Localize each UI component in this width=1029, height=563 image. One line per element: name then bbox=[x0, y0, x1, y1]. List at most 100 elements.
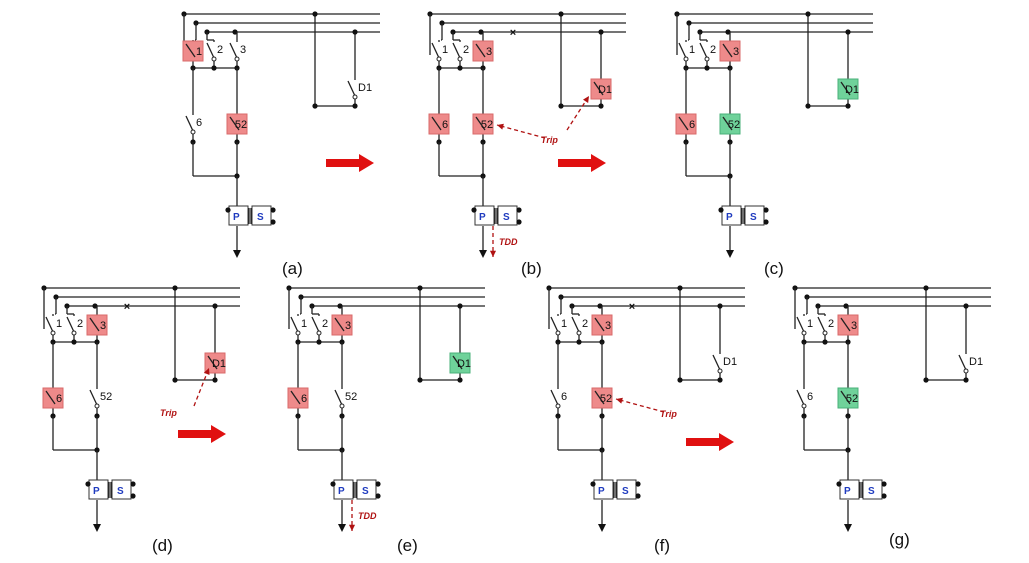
transition-arrows bbox=[178, 154, 734, 451]
switch-label: 3 bbox=[486, 46, 492, 58]
switch-blade bbox=[431, 42, 440, 59]
load-arrow bbox=[338, 524, 346, 532]
transformer-secondary-label: S bbox=[257, 212, 264, 223]
transformer-primary-box bbox=[474, 205, 495, 226]
junction-dot bbox=[130, 481, 136, 487]
junction-dot bbox=[417, 377, 423, 383]
switch-label: D1 bbox=[212, 358, 226, 370]
switch-blade bbox=[452, 355, 463, 370]
junction-dot bbox=[704, 65, 710, 71]
transformer-primary-box bbox=[333, 479, 354, 500]
transition-arrow-d-e bbox=[178, 425, 226, 443]
junction-dot bbox=[375, 493, 381, 499]
junction-dot bbox=[805, 11, 811, 17]
transformer-secondary-box bbox=[616, 479, 637, 500]
trip-to-52-arrow bbox=[615, 397, 665, 413]
switch-blade bbox=[594, 390, 605, 405]
junction-dot bbox=[677, 285, 683, 291]
junction-dot bbox=[352, 29, 358, 35]
switch-blade bbox=[89, 317, 100, 332]
transformer-primary-label: P bbox=[844, 486, 851, 497]
switch-label: D1 bbox=[723, 356, 737, 368]
fault-marker: × bbox=[124, 301, 130, 313]
terminal-ring bbox=[316, 330, 322, 336]
transformer-secondary-label: S bbox=[622, 486, 629, 497]
switch-blade bbox=[678, 116, 689, 131]
junction-dot bbox=[478, 29, 484, 35]
junction-dot bbox=[316, 339, 322, 345]
switch-label: 52 bbox=[345, 391, 357, 403]
junction-dot bbox=[457, 377, 463, 383]
junction-dot bbox=[590, 481, 596, 487]
switch-52: 52 bbox=[89, 380, 112, 416]
load-arrow bbox=[598, 524, 606, 532]
junction-dot bbox=[845, 29, 851, 35]
junction-dot bbox=[845, 103, 851, 109]
transition-arrow-b-c bbox=[558, 154, 606, 172]
switch-6: 6 bbox=[796, 380, 813, 416]
switch-1: 1 bbox=[678, 40, 695, 62]
terminal-ring bbox=[555, 403, 561, 409]
switch-label: 2 bbox=[77, 318, 83, 330]
junction-dot bbox=[717, 303, 723, 309]
switch-6: 6 bbox=[185, 106, 202, 142]
transformer-primary-box bbox=[839, 479, 860, 500]
switch-3: 3 bbox=[229, 40, 246, 62]
junction-dot bbox=[232, 29, 238, 35]
switch-blade bbox=[699, 42, 708, 59]
switch-blade bbox=[958, 354, 967, 371]
transformer-primary-box bbox=[88, 479, 109, 500]
terminal-ring bbox=[822, 330, 828, 336]
transformer-primary-label: P bbox=[726, 212, 733, 223]
switch-label: 3 bbox=[345, 320, 351, 332]
panel-caption: (c) bbox=[764, 259, 784, 278]
switch-1: 1 bbox=[290, 314, 307, 336]
switch-52: 52 bbox=[837, 380, 859, 416]
terminal-ring bbox=[963, 368, 969, 374]
junction-dot bbox=[598, 103, 604, 109]
terminal-ring bbox=[339, 403, 345, 409]
transformer-primary-label: P bbox=[598, 486, 605, 497]
junction-dot bbox=[352, 103, 358, 109]
arrow-head bbox=[203, 368, 210, 375]
junction-dot bbox=[211, 65, 217, 71]
terminal-ring bbox=[555, 330, 561, 336]
switch-6: 6 bbox=[550, 380, 567, 416]
switch-52: 52 bbox=[472, 106, 494, 142]
terminal-ring bbox=[211, 56, 217, 62]
switch-d1: D1 bbox=[712, 346, 737, 380]
switch-blade bbox=[206, 42, 215, 59]
junction-dot bbox=[963, 303, 969, 309]
switch-d1: D1 bbox=[204, 346, 226, 380]
switch-blade bbox=[207, 355, 218, 370]
switch-label: 1 bbox=[56, 318, 62, 330]
junction-dot bbox=[312, 11, 318, 17]
switch-label: 6 bbox=[807, 391, 813, 403]
switch-label: 6 bbox=[301, 393, 307, 405]
switch-blade bbox=[796, 389, 805, 406]
junction-dot bbox=[225, 207, 231, 213]
junction-dot bbox=[516, 207, 522, 213]
switch-blade bbox=[712, 354, 721, 371]
switch-2: 2 bbox=[699, 40, 716, 62]
junction-dot bbox=[805, 103, 811, 109]
trip-to-d1-arrow bbox=[193, 367, 210, 407]
tdd-note: TDD bbox=[358, 511, 377, 521]
junction-dot bbox=[725, 29, 731, 35]
terminal-ring bbox=[457, 56, 463, 62]
switch-label: 52 bbox=[100, 391, 112, 403]
switch-6: 6 bbox=[428, 106, 450, 142]
switch-3: 3 bbox=[591, 314, 613, 336]
switch-blade bbox=[452, 42, 461, 59]
junction-dot bbox=[457, 303, 463, 309]
switch-label: D1 bbox=[845, 84, 859, 96]
switch-d1: D1 bbox=[837, 72, 859, 106]
switch-label: D1 bbox=[457, 358, 471, 370]
junction-dot bbox=[212, 377, 218, 383]
switch-3: 3 bbox=[719, 40, 741, 62]
switch-blade bbox=[334, 317, 345, 332]
